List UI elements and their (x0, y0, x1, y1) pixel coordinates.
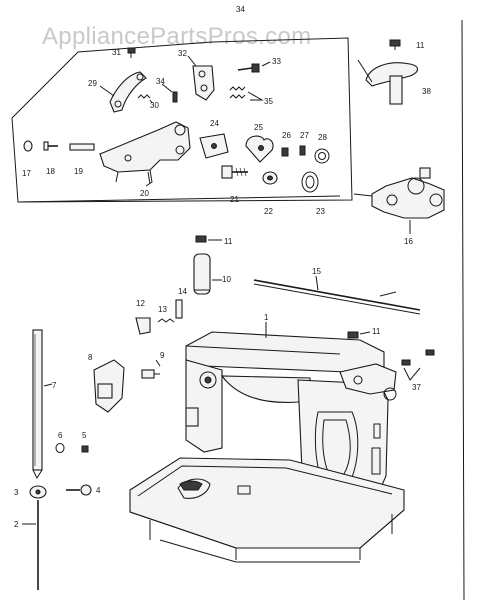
part-21-screw (221, 165, 248, 179)
callout-8: 8 (88, 353, 93, 362)
part-26-screw (281, 147, 289, 157)
callout-11-right: 11 (372, 327, 381, 336)
machine-base (129, 457, 405, 563)
part-3-clamp (29, 485, 47, 499)
callout-1: 1 (264, 313, 269, 322)
machine-arm (185, 331, 435, 501)
part-4-screw (66, 484, 92, 496)
callout-38: 38 (422, 87, 431, 96)
part-31-screw (127, 47, 136, 58)
callout-26: 26 (282, 131, 291, 140)
callout-32: 32 (178, 49, 187, 58)
callout-14: 14 (178, 287, 187, 296)
callout-19: 19 (74, 167, 83, 176)
callout-35: 35 (264, 97, 273, 106)
part-6-clip (55, 443, 65, 453)
part-20-lifter-assembly (99, 121, 191, 187)
part-34-pin (172, 91, 178, 103)
callout-29: 29 (88, 79, 97, 88)
callout-21: 21 (230, 195, 239, 204)
part-28-ring (314, 148, 330, 164)
callout-24: 24 (210, 119, 219, 128)
callout-10: 10 (222, 275, 231, 284)
callout-5: 5 (82, 431, 87, 440)
callout-37: 37 (412, 383, 421, 392)
callout-31: 31 (112, 48, 121, 57)
callout-30: 30 (150, 101, 159, 110)
callout-2: 2 (14, 520, 19, 529)
callout-11-mid: 11 (224, 237, 233, 246)
part-11-screw-right (347, 331, 359, 339)
part-17-washer (23, 140, 33, 152)
part-33-screw (237, 63, 260, 73)
callout-28: 28 (318, 133, 327, 142)
callout-13: 13 (158, 305, 167, 314)
callout-20: 20 (140, 189, 149, 198)
part-7-needle-bar (32, 329, 43, 480)
callout-6: 6 (58, 431, 63, 440)
part-11-screw-top (389, 39, 401, 50)
part-24-cam (199, 133, 229, 159)
part-38-thumb-screw (365, 62, 419, 105)
part-10-bushing (193, 253, 211, 295)
part-27-pin (299, 145, 306, 156)
part-29-lever (109, 71, 147, 113)
part-12-bracket (135, 317, 151, 335)
callout-27: 27 (300, 131, 309, 140)
part-32-bracket (192, 65, 215, 101)
callout-7: 7 (52, 381, 57, 390)
callout-15: 15 (312, 267, 321, 276)
callout-22: 22 (264, 207, 273, 216)
callout-33: 33 (272, 57, 281, 66)
part-18-screw (43, 141, 58, 151)
part-23-ring (301, 171, 319, 193)
part-25-heart-cam (245, 135, 274, 163)
part-16-tension-assembly (353, 167, 445, 219)
part-9-screw (141, 369, 160, 379)
page-border-line (461, 19, 465, 600)
part-11-screw-mid (195, 235, 207, 243)
upper-inset-frame (11, 37, 353, 203)
part-8-presser-foot (93, 359, 125, 413)
watermark: AppliancePartsPros.com (42, 23, 311, 50)
callout-4: 4 (96, 486, 101, 495)
part-30-spring (137, 94, 153, 104)
callout-18: 18 (46, 167, 55, 176)
callout-34: 34 (156, 77, 165, 86)
header-mark: 34 (236, 5, 245, 14)
callout-25: 25 (254, 123, 263, 132)
callout-9: 9 (160, 351, 165, 360)
part-19-pin (69, 143, 95, 151)
part-13-spring (157, 318, 175, 323)
part-22-washer (262, 171, 278, 185)
callout-3: 3 (14, 488, 19, 497)
callout-17: 17 (22, 169, 31, 178)
part-14-pin (175, 299, 183, 319)
callout-16: 16 (404, 237, 413, 246)
callout-23: 23 (316, 207, 325, 216)
callout-12: 12 (136, 299, 145, 308)
part-15-rod (253, 279, 421, 315)
part-5-pin (81, 445, 89, 453)
part-35-springs (229, 86, 264, 101)
callout-11-top: 11 (416, 41, 425, 50)
